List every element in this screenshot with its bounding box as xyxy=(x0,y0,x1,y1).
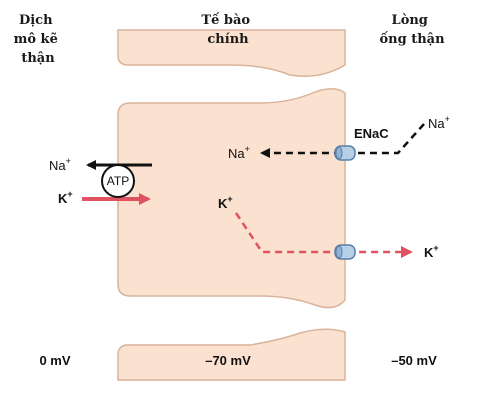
enac-channel xyxy=(334,145,356,161)
intracellular-sodium-label: Na+ xyxy=(228,144,250,161)
upper-cell-fragment xyxy=(117,29,346,77)
lumen-label: Lòng ống thận xyxy=(379,13,445,47)
na-k-atpase-pump xyxy=(101,164,135,198)
lower-cell-fragment xyxy=(117,328,346,381)
cell-potential: –70 mV xyxy=(205,353,251,368)
enac-label: ENaC xyxy=(354,126,389,141)
potassium-secretion-path xyxy=(234,212,413,258)
lumen-potential: –50 mV xyxy=(391,353,437,368)
principal-cell-label: Tế bào chính xyxy=(201,12,254,47)
interstitial-label: Dịch mô kẽ thận xyxy=(14,13,63,66)
lumen-sodium-label: Na+ xyxy=(428,114,450,131)
sodium-entry-path xyxy=(260,123,425,158)
basolateral-sodium-label: Na+ xyxy=(49,156,71,173)
basolateral-potassium-label: K+ xyxy=(58,189,73,206)
intracellular-potassium-label: K+ xyxy=(218,194,233,211)
atp-label: ATP xyxy=(107,174,129,188)
potassium-channel xyxy=(334,244,356,260)
lumen-potassium-label: K+ xyxy=(424,243,439,260)
interstitial-potential: 0 mV xyxy=(39,353,70,368)
